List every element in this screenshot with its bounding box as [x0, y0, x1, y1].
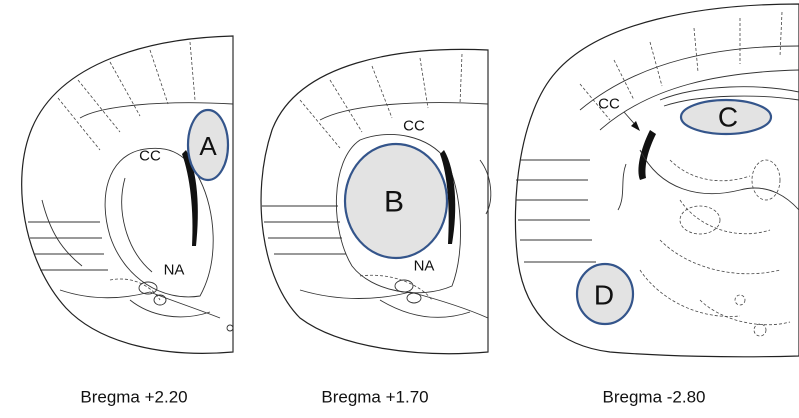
hippocampus-outline	[617, 86, 799, 337]
roi-c: C	[679, 98, 773, 136]
cortex-layer-boundaries	[262, 53, 489, 255]
caption-panel-3: Bregma -2.80	[603, 388, 706, 407]
label-cc: CC	[403, 118, 425, 135]
roi-c-label: C	[718, 102, 738, 133]
cortex-layer-boundaries	[516, 11, 799, 263]
panel-bregma-plus-2-20: CC NA A Bregma +2.20	[21, 35, 234, 407]
roi-a-label: A	[199, 131, 217, 161]
cortex-layer-boundaries	[28, 41, 234, 271]
roi-b: B	[343, 142, 449, 260]
roi-b-label: B	[384, 186, 404, 219]
ventral-region-outline	[59, 278, 234, 332]
ventral-region-outline	[299, 274, 489, 319]
label-cc: CC	[139, 148, 161, 165]
brain-section-outline	[21, 35, 234, 354]
roi-d-label: D	[594, 280, 614, 311]
label-cc: CC	[598, 96, 620, 113]
cc-arrow	[623, 111, 640, 131]
striatum-outline	[335, 134, 492, 294]
caption-panel-1: Bregma +2.20	[80, 388, 187, 407]
label-na: NA	[164, 262, 185, 279]
caption-panel-2: Bregma +1.70	[321, 388, 428, 407]
roi-a: A	[186, 108, 230, 182]
panel-bregma-plus-1-70: CC NA B Bregma +1.70	[260, 48, 492, 407]
panel-bregma-minus-2-80: CC C D Bregma -2.80	[514, 3, 799, 407]
roi-d: D	[575, 262, 635, 326]
label-na: NA	[414, 258, 435, 275]
